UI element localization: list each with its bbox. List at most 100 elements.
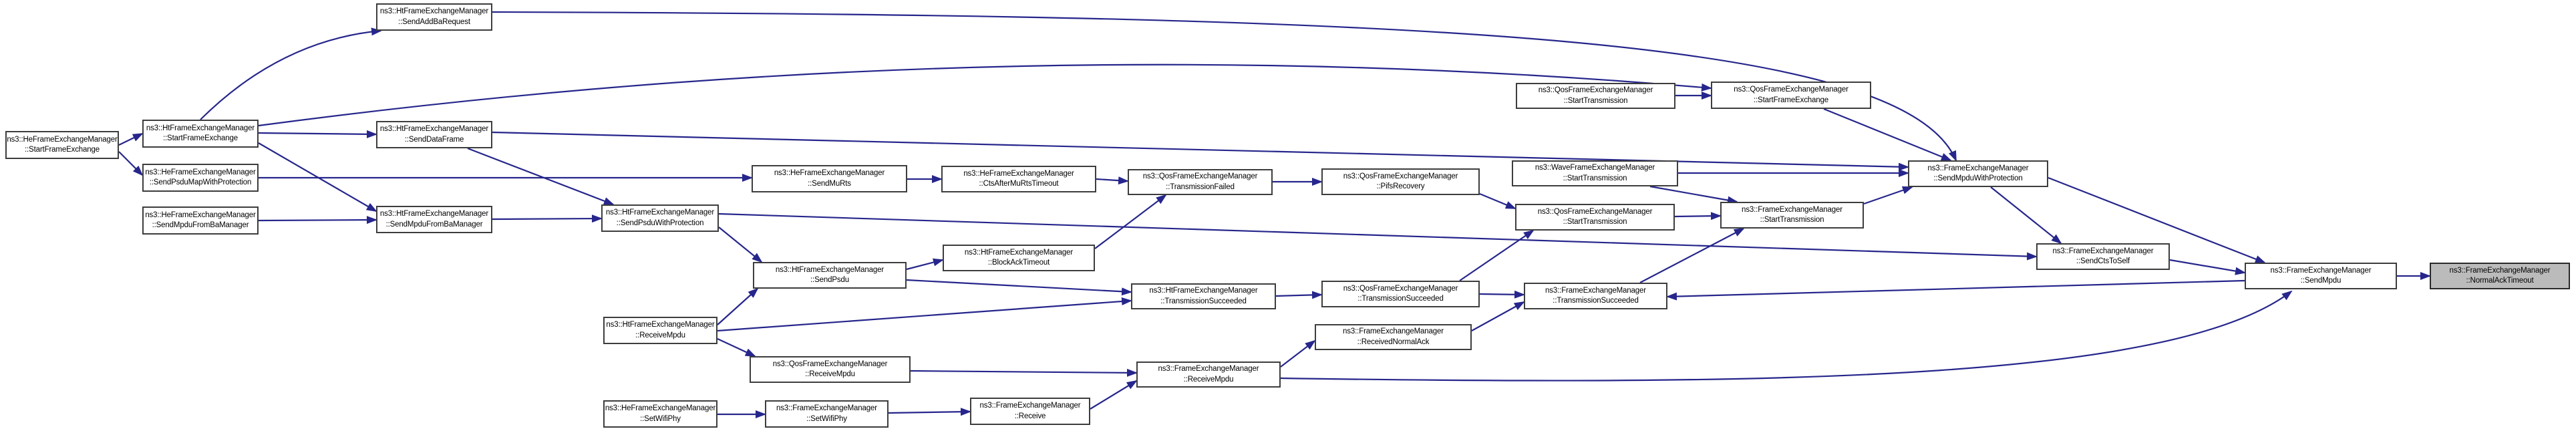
call-edge-ht-send-psdu-with-protection--ht-send-psdu	[718, 227, 763, 263]
graph-node-fem-receive[interactable]: ns3::FrameExchangeManager::Receive	[970, 398, 1090, 425]
call-edge-ht-send-psdu-with-protection--fem-send-cts-to-self	[718, 212, 2038, 261]
node-label-class: ns3::HtFrameExchangeManager	[605, 208, 715, 217]
graph-node-fem-set-wifi-phy[interactable]: ns3::FrameExchangeManager::SetWifiPhy	[765, 400, 889, 428]
node-label-method: ::StartTransmission	[1563, 174, 1627, 182]
call-edge-wave-start-transmission--fem-start-transmission	[1649, 185, 1738, 204]
node-label-class: ns3::QosFrameExchangeManager	[772, 360, 888, 368]
call-edge-ht-start-frame-exchange--qos-start-frame-exchange	[258, 63, 1712, 127]
node-label-class: ns3::QosFrameExchangeManager	[1537, 207, 1653, 216]
node-label-method: ::SendMpduFromBaManager	[385, 220, 483, 229]
graph-node-ht-send-psdu-with-protection[interactable]: ns3::HtFrameExchangeManager::SendPsduWit…	[601, 204, 719, 232]
node-label-method: ::StartFrameExchange	[1753, 96, 1829, 104]
call-edge-ht-receive-mpdu--ht-transmission-succeeded	[717, 297, 1132, 332]
node-label-method: ::ReceiveMpdu	[635, 331, 685, 339]
graph-node-fem-send-mpdu[interactable]: ns3::FrameExchangeManager::SendMpdu	[2245, 263, 2397, 289]
call-edge-fem-receive-mpdu--fem-send-mpdu	[1280, 290, 2293, 382]
call-edge-he-start-frame-exchange--he-send-psdu-map-with-protection	[118, 151, 144, 176]
graph-node-ht-transmission-succeeded[interactable]: ns3::HtFrameExchangeManager::Transmissio…	[1131, 283, 1276, 309]
call-edge-ht-receive-mpdu--qos-receive-mpdu	[717, 338, 756, 357]
node-label-class: ns3::FrameExchangeManager	[1742, 205, 1842, 214]
call-edge-ht-send-data-frame--fem-send-mpdu-with-protection	[492, 131, 1909, 171]
call-edge-qos-start-frame-exchange--fem-send-mpdu-with-protection	[1823, 108, 1952, 162]
node-label-method: ::Receive	[1014, 412, 1046, 420]
node-label-method: ::StartTransmission	[1563, 218, 1627, 226]
graph-node-ht-start-frame-exchange[interactable]: ns3::HtFrameExchangeManager::StartFrameE…	[142, 120, 259, 148]
graph-node-qos-receive-mpdu[interactable]: ns3::QosFrameExchangeManager::ReceiveMpd…	[750, 356, 911, 383]
node-label-method: ::StartTransmission	[1760, 216, 1824, 224]
graph-node-qos-start-transmission-2[interactable]: ns3::QosFrameExchangeManager::StartTrans…	[1515, 204, 1675, 231]
graph-node-he-send-mu-rts[interactable]: ns3::HeFrameExchangeManager::SendMuRts	[752, 165, 907, 192]
node-label-class: ns3::HtFrameExchangeManager	[146, 124, 255, 132]
node-label-class: ns3::HeFrameExchangeManager	[145, 210, 256, 219]
node-label-class: ns3::HeFrameExchangeManager	[7, 135, 118, 144]
graph-node-ht-send-mpdu-from-ba-manager[interactable]: ns3::HtFrameExchangeManager::SendMpduFro…	[376, 206, 492, 233]
graph-node-he-send-psdu-map-with-protection[interactable]: ns3::HeFrameExchangeManager::SendPsduMap…	[142, 164, 259, 192]
call-edge-qos-receive-mpdu--fem-receive-mpdu	[910, 368, 1138, 377]
node-label-class: ns3::HeFrameExchangeManager	[145, 168, 256, 176]
node-label-class: ns3::HeFrameExchangeManager	[963, 169, 1074, 178]
call-edge-ht-start-frame-exchange--ht-send-add-ba-request	[200, 27, 382, 120]
node-label-class: ns3::FrameExchangeManager	[1158, 365, 1259, 374]
graph-node-qos-start-frame-exchange[interactable]: ns3::QosFrameExchangeManager::StartFrame…	[1711, 82, 1871, 109]
node-label-method: ::SendDataFrame	[404, 135, 464, 144]
node-label-class: ns3::FrameExchangeManager	[2052, 247, 2154, 255]
call-edge-fem-start-transmission--fem-send-mpdu-with-protection	[1863, 186, 1913, 205]
call-edge-ht-send-add-ba-request--fem-send-mpdu-with-protection	[492, 11, 1957, 162]
node-label-method: ::StartFrameExchange	[24, 146, 100, 154]
graph-node-qos-transmission-succeeded[interactable]: ns3::QosFrameExchangeManager::Transmissi…	[1321, 281, 1480, 307]
graph-node-he-set-wifi-phy[interactable]: ns3::HeFrameExchangeManager::SetWifiPhy	[603, 400, 717, 428]
node-label-class: ns3::QosFrameExchangeManager	[1538, 86, 1653, 95]
graph-node-fem-received-normal-ack[interactable]: ns3::FrameExchangeManager::ReceivedNorma…	[1315, 324, 1472, 350]
call-edge-fem-receive-mpdu--fem-received-normal-ack	[1280, 339, 1316, 368]
node-label-method: ::SetWifiPhy	[640, 414, 681, 423]
node-label-method: ::SendCtsToSelf	[2076, 257, 2130, 265]
graph-node-he-send-mpdu-from-ba-manager[interactable]: ns3::HeFrameExchangeManager::SendMpduFro…	[142, 206, 259, 235]
graph-node-fem-start-transmission[interactable]: ns3::FrameExchangeManager::StartTransmis…	[1720, 202, 1864, 229]
graph-node-fem-send-mpdu-with-protection[interactable]: ns3::FrameExchangeManager::SendMpduWithP…	[1908, 160, 2048, 187]
graph-node-qos-pifs-recovery[interactable]: ns3::QosFrameExchangeManager::PifsRecove…	[1321, 168, 1480, 195]
node-label-class: ns3::HtFrameExchangeManager	[379, 210, 489, 219]
call-edge-he-send-mpdu-from-ba-manager--ht-send-mpdu-from-ba-manager	[258, 216, 377, 225]
node-label-method: ::StartTransmission	[1563, 96, 1628, 105]
graph-node-ht-send-add-ba-request[interactable]: ns3::HtFrameExchangeManager::SendAddBaRe…	[376, 3, 492, 31]
graph-node-ht-receive-mpdu[interactable]: ns3::HtFrameExchangeManager::ReceiveMpdu	[603, 317, 717, 344]
node-label-method: ::SetWifiPhy	[806, 414, 847, 423]
node-label-method: ::TransmissionFailed	[1166, 182, 1235, 191]
graph-node-qos-transmission-failed[interactable]: ns3::QosFrameExchangeManager::Transmissi…	[1128, 169, 1273, 195]
call-edge-fem-send-mpdu-with-protection--fem-send-cts-to-self	[1990, 186, 2062, 245]
node-label-class: ns3::HtFrameExchangeManager	[775, 265, 884, 274]
call-edge-fem-received-normal-ack--fem-transmission-succeeded	[1471, 301, 1525, 331]
call-edge-fem-transmission-succeeded--fem-start-transmission	[1639, 228, 1745, 283]
node-label-method: ::ReceiveMpdu	[805, 370, 855, 378]
graph-node-ht-send-data-frame[interactable]: ns3::HtFrameExchangeManager::SendDataFra…	[376, 121, 492, 148]
call-edge-qos-transmission-succeeded--qos-start-transmission-2	[1459, 229, 1535, 281]
graph-node-fem-send-cts-to-self[interactable]: ns3::FrameExchangeManager::SendCtsToSelf	[2036, 243, 2170, 270]
node-label-method: ::SendPsduWithProtection	[616, 219, 704, 227]
node-label-method: ::TransmissionSucceeded	[1553, 297, 1639, 305]
graph-node-fem-normal-ack-timeout[interactable]: ns3::FrameExchangeManager::NormalAckTime…	[2430, 263, 2570, 289]
graph-node-ht-send-psdu[interactable]: ns3::HtFrameExchangeManager::SendPsdu	[753, 262, 907, 289]
graph-node-qos-start-transmission-1[interactable]: ns3::QosFrameExchangeManager::StartTrans…	[1516, 83, 1675, 109]
graph-node-fem-receive-mpdu[interactable]: ns3::FrameExchangeManager::ReceiveMpdu	[1136, 362, 1281, 388]
graph-node-fem-transmission-succeeded[interactable]: ns3::FrameExchangeManager::TransmissionS…	[1524, 283, 1667, 309]
call-edge-fem-send-cts-to-self--fem-send-mpdu	[2169, 259, 2246, 275]
node-label-method: ::SendAddBaRequest	[398, 17, 470, 26]
call-edge-ht-send-psdu--ht-transmission-succeeded	[906, 279, 1132, 296]
call-edge-qos-transmission-succeeded--fem-transmission-succeeded	[1479, 290, 1525, 299]
call-edge-fem-set-wifi-phy--fem-receive	[888, 408, 971, 416]
node-label-class: ns3::FrameExchangeManager	[979, 402, 1081, 410]
edge-group	[118, 11, 2431, 418]
node-label-class: ns3::HeFrameExchangeManager	[774, 169, 885, 178]
graph-node-he-start-frame-exchange[interactable]: ns3::HeFrameExchangeManager::StartFrameE…	[5, 131, 119, 159]
node-label-class: ns3::HtFrameExchangeManager	[1149, 287, 1258, 295]
graph-node-wave-start-transmission[interactable]: ns3::WaveFrameExchangeManager::StartTran…	[1512, 160, 1678, 186]
node-label-class: ns3::QosFrameExchangeManager	[1343, 172, 1458, 180]
call-edge-ht-send-data-frame--ht-send-psdu-with-protection	[467, 147, 615, 206]
node-label-method: ::SendMpduFromBaManager	[152, 221, 249, 229]
graph-node-ht-block-ack-timeout[interactable]: ns3::HtFrameExchangeManager::BlockAckTim…	[943, 245, 1095, 271]
call-edge-fem-send-mpdu-with-protection--fem-send-mpdu	[2048, 176, 2266, 264]
graph-node-he-cts-after-mu-rts-timeout[interactable]: ns3::HeFrameExchangeManager::CtsAfterMuR…	[941, 166, 1096, 192]
call-edge-fem-send-mpdu--fem-transmission-succeeded	[1666, 279, 2245, 301]
call-edge-qos-pifs-recovery--qos-start-transmission-2	[1479, 192, 1516, 210]
